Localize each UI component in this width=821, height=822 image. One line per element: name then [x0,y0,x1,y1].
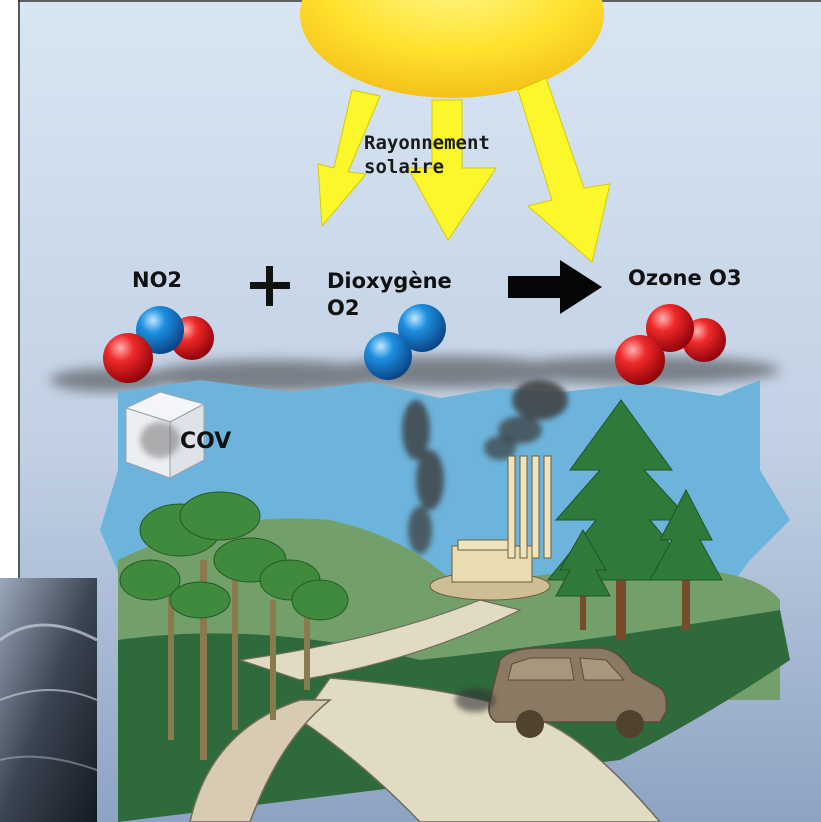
smoke-plume [402,380,568,554]
road [298,677,661,822]
reaction-arrow-icon [508,260,602,314]
dioxygen-label: Dioxygène O2 [327,269,452,321]
plus-operator-icon [250,266,290,306]
no2-label: NO2 [132,268,183,292]
rock-photo-fragment [0,578,98,822]
solar-ray-icon [317,77,611,263]
factory-icon [429,455,552,601]
conifer-tree-icon [546,399,723,640]
path-left [189,699,333,822]
o2-molecule-icon [364,304,446,380]
car-icon [455,647,668,738]
sun-icon [300,0,604,98]
solar-radiation-label: Rayonnement solaire [364,132,490,178]
no2-molecule-icon [103,306,214,383]
o3-molecule-icon [615,304,726,385]
cov-cube-icon [124,391,206,479]
ozone-label: Ozone O3 [628,266,742,290]
tree-icon [119,491,349,760]
cov-label: COV [180,429,232,454]
